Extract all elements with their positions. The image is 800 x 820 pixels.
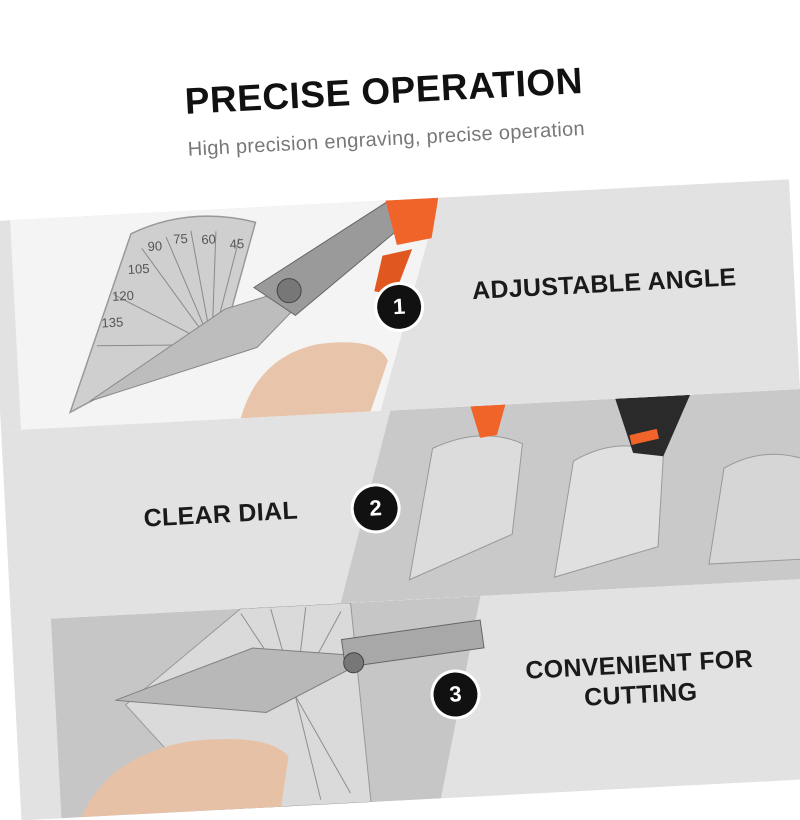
- hand: [240, 342, 388, 419]
- dial-mark-105: 105: [127, 261, 149, 277]
- band-2-graphic: [340, 389, 800, 604]
- dial-mark-90: 90: [147, 238, 162, 254]
- dial-mark-60: 60: [201, 231, 216, 247]
- dial-mark-45: 45: [229, 236, 244, 252]
- dial-mark-135: 135: [101, 314, 123, 330]
- pivot-bolt: [276, 278, 302, 304]
- band-3-graphic: [50, 596, 485, 819]
- orange-grip-top: [384, 192, 440, 245]
- cutting-hand: [81, 739, 289, 818]
- cutting-pivot-bolt: [343, 652, 365, 674]
- orange-grip-bottom: [374, 249, 413, 296]
- cutting-handle-metal: [340, 619, 485, 668]
- dial-view-3: [708, 453, 800, 565]
- feature-band-adjustable-angle: 45 60 75 90 105 120 135 1 ADJUSTABLE ANG…: [0, 179, 800, 431]
- feature-band-convenient-cutting: 3 CONVENIENT FOR CUTTING: [11, 578, 800, 820]
- angle-dial-shape: [68, 215, 257, 414]
- dial-mark-75: 75: [173, 231, 188, 247]
- orange-collar: [629, 428, 660, 445]
- dial-mark-120: 120: [112, 288, 134, 304]
- feature-band-clear-dial: 2 CLEAR DIAL: [1, 389, 800, 621]
- band-1-graphic: 45 60 75 90 105 120 135: [10, 192, 440, 430]
- orange-tip: [470, 404, 506, 438]
